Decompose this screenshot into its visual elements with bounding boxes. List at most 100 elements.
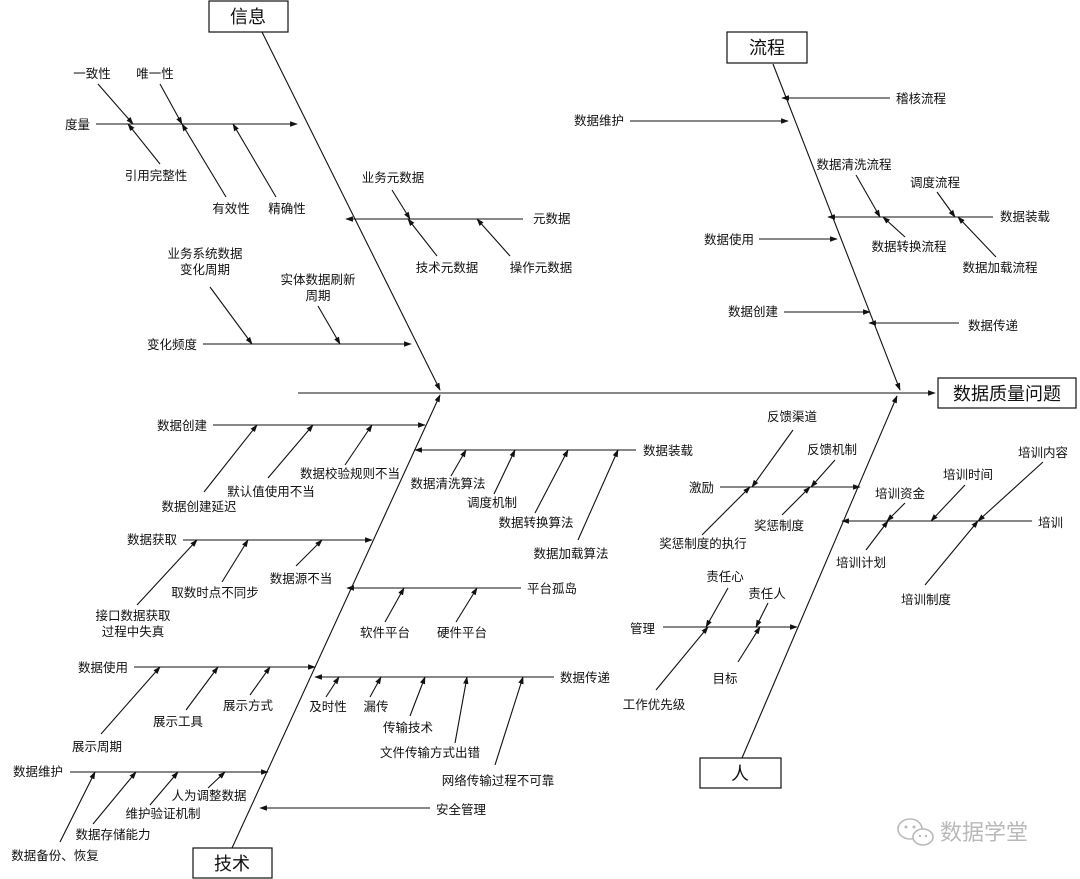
tech-security-label: 安全管理 bbox=[436, 802, 487, 817]
info-biz-sys-cycle-label: 业务系统数据变化周期 bbox=[167, 246, 242, 277]
category-process-label: 流程 bbox=[749, 38, 785, 59]
category-tech-label: 技术 bbox=[214, 854, 250, 875]
people-responsible-person-label: 责任人 bbox=[748, 586, 786, 601]
tech-use-label: 数据使用 bbox=[78, 660, 128, 675]
info-uniqueness-label: 唯一性 bbox=[136, 66, 174, 81]
people-goal-label: 目标 bbox=[712, 671, 737, 686]
info-tech-metadata-twig bbox=[407, 218, 438, 257]
people-training-time-twig bbox=[930, 484, 966, 522]
tech-load-algo-label: 数据加载算法 bbox=[533, 546, 608, 561]
info-uniqueness-twig bbox=[159, 83, 183, 125]
info-metadata-label: 元数据 bbox=[533, 211, 571, 226]
people-incentive-label: 激励 bbox=[689, 480, 714, 495]
tech-source-bad-twig bbox=[295, 539, 323, 567]
info-bone bbox=[261, 31, 441, 391]
tech-manual-adjust-twig bbox=[207, 771, 226, 789]
process-load-label: 数据装载 bbox=[1000, 209, 1051, 224]
tech-create-label: 数据创建 bbox=[157, 418, 208, 433]
process-cleanse-twig bbox=[855, 174, 881, 218]
people-work-priority-twig bbox=[655, 626, 709, 691]
tech-fetch-time-twig bbox=[221, 539, 249, 583]
people-feedback-mech-label: 反馈机制 bbox=[807, 442, 857, 457]
wechat-icon bbox=[897, 818, 934, 846]
tech-maint-verify-label: 维护验证机制 bbox=[125, 806, 200, 821]
people-work-priority-label: 工作优先级 bbox=[623, 697, 686, 712]
tech-display-tool-twig bbox=[185, 666, 219, 711]
process-load-flow-twig bbox=[957, 216, 997, 258]
tech-interface-distort-twig bbox=[136, 539, 198, 606]
tech-create-delay-label: 数据创建延迟 bbox=[161, 499, 237, 514]
info-biz-metadata-twig bbox=[391, 189, 411, 220]
tech-cleanse-algo-twig bbox=[450, 449, 467, 477]
watermark-text: 数据学堂 bbox=[940, 821, 1028, 846]
process-schedule-twig bbox=[936, 191, 956, 218]
process-transform-twig bbox=[882, 216, 906, 238]
people-training-plan-label: 培训计划 bbox=[836, 555, 886, 570]
people-training-system-label: 培训制度 bbox=[901, 592, 952, 607]
process-create-label: 数据创建 bbox=[728, 304, 779, 319]
people-feedback-mech-twig bbox=[810, 459, 836, 488]
tech-default-misuse-twig bbox=[267, 424, 314, 479]
info-validity-twig bbox=[181, 123, 227, 198]
tech-backup-restore-twig bbox=[59, 771, 96, 843]
info-biz-sys-cycle-twig bbox=[209, 286, 253, 345]
people-responsibility-twig bbox=[705, 587, 729, 628]
tech-load-label: 数据装载 bbox=[643, 443, 694, 458]
people-training-content-label: 培训内容 bbox=[1018, 445, 1068, 460]
tech-source-bad-label: 数据源不当 bbox=[270, 571, 333, 586]
tech-network-unreliable-label: 网络传输过程不可靠 bbox=[442, 773, 555, 788]
people-responsibility-label: 责任心 bbox=[706, 569, 744, 584]
tech-missed-label: 漏传 bbox=[363, 699, 388, 714]
tech-fetch-label: 数据获取 bbox=[127, 532, 178, 547]
tech-missed-twig bbox=[369, 676, 382, 698]
tech-display-cycle-twig bbox=[100, 666, 161, 735]
info-consistency-label: 一致性 bbox=[73, 66, 111, 81]
tech-load-algo-twig bbox=[577, 449, 619, 541]
info-entity-refresh-twig bbox=[317, 305, 341, 345]
people-management-label: 管理 bbox=[630, 621, 656, 636]
people-reward-punish-twig bbox=[781, 486, 811, 516]
tech-default-misuse-label: 默认值使用不当 bbox=[227, 484, 315, 499]
problem-box bbox=[937, 377, 1077, 409]
category-tech-box bbox=[192, 847, 273, 879]
process-load-flow-label: 数据加载流程 bbox=[962, 260, 1038, 275]
process-transfer-label: 数据传递 bbox=[968, 318, 1019, 333]
tech-display-method-twig bbox=[249, 666, 271, 696]
tech-file-error-label: 文件传输方式出错 bbox=[380, 745, 480, 760]
tech-hardware-platform-label: 硬件平台 bbox=[437, 625, 487, 640]
info-measure-label: 度量 bbox=[65, 117, 90, 132]
process-transform-label: 数据转换流程 bbox=[871, 239, 947, 254]
category-people-label: 人 bbox=[731, 764, 749, 785]
category-info-label: 信息 bbox=[230, 7, 266, 28]
people-reward-exec-label: 奖惩制度的执行 bbox=[659, 536, 747, 551]
info-op-metadata-twig bbox=[476, 218, 511, 257]
people-bone bbox=[741, 395, 898, 759]
tech-storage-capacity-twig bbox=[92, 771, 137, 825]
tech-transform-algo-label: 数据转换算法 bbox=[498, 515, 573, 530]
info-biz-metadata-label: 业务元数据 bbox=[362, 170, 425, 185]
tech-display-cycle-label: 展示周期 bbox=[72, 739, 122, 754]
info-change-freq-label: 变化频度 bbox=[147, 337, 198, 352]
info-accuracy-label: 精确性 bbox=[268, 201, 306, 216]
tech-display-tool-label: 展示工具 bbox=[153, 714, 204, 729]
tech-platform-island-label: 平台孤岛 bbox=[527, 581, 577, 596]
tech-storage-capacity-label: 数据存储能力 bbox=[75, 827, 150, 842]
info-ref-integrity-label: 引用完整性 bbox=[125, 168, 188, 183]
tech-transform-algo-twig bbox=[534, 449, 569, 514]
people-goal-twig bbox=[737, 626, 761, 663]
tech-maintain-label: 数据维护 bbox=[13, 764, 63, 779]
people-training-fund-label: 培训资金 bbox=[875, 486, 926, 501]
tech-timeliness-twig bbox=[325, 676, 340, 698]
tech-transfer-tech-label: 传输技术 bbox=[383, 720, 434, 735]
tech-maint-verify-twig bbox=[149, 771, 179, 806]
info-accuracy-twig bbox=[232, 123, 277, 198]
tech-transfer-label: 数据传递 bbox=[560, 670, 611, 685]
tech-display-method-label: 展示方式 bbox=[223, 698, 274, 713]
category-people-box bbox=[699, 757, 782, 789]
tech-schedule-mech-label: 调度机制 bbox=[467, 495, 517, 510]
info-ref-integrity-twig bbox=[127, 123, 161, 165]
process-schedule-label: 调度流程 bbox=[910, 175, 961, 190]
tech-file-error-twig bbox=[454, 676, 469, 744]
people-feedback-channel-label: 反馈渠道 bbox=[767, 409, 818, 424]
